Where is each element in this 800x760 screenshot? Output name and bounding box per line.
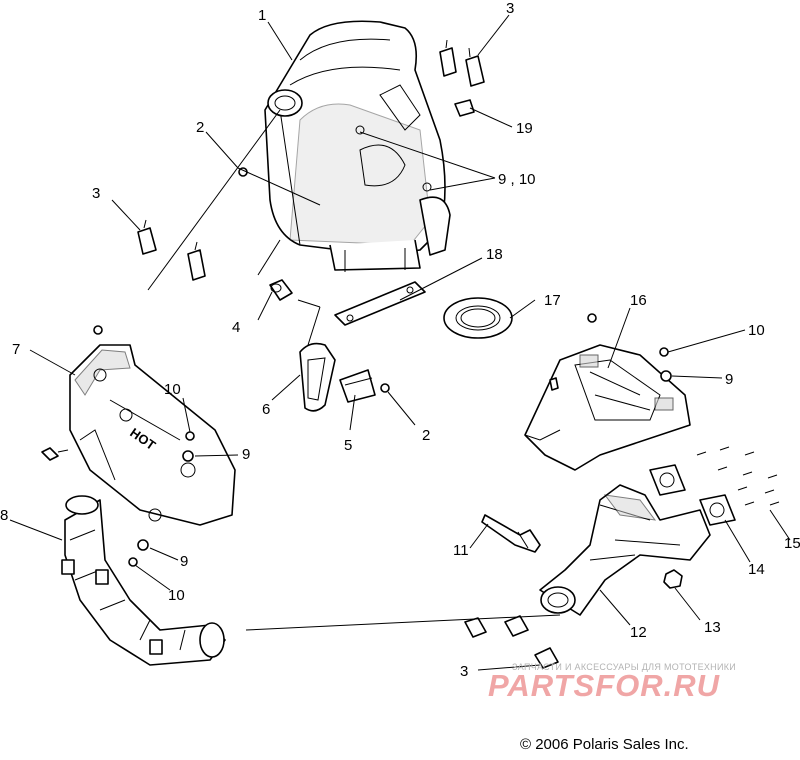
watermark-brand: PARTSFOR.RU <box>488 668 721 703</box>
callout-8: 8 <box>0 507 8 524</box>
callout-2-top: 2 <box>196 119 204 136</box>
right-hardware[interactable] <box>549 313 672 391</box>
copyright-notice: © 2006 Polaris Sales Inc. <box>520 736 689 753</box>
part-3-springs-bottom[interactable] <box>464 615 559 669</box>
callout-4: 4 <box>232 319 240 336</box>
callout-3-left: 3 <box>92 185 100 202</box>
part-4-grommet[interactable] <box>269 279 293 301</box>
callout-17: 17 <box>544 292 561 309</box>
callout-9-left: 9 <box>242 446 250 463</box>
left-hardware[interactable] <box>41 325 195 567</box>
callout-labels: 1 3 2 19 9 , 10 3 18 17 4 16 10 7 9 10 6… <box>0 0 800 680</box>
callout-15: 15 <box>784 535 800 552</box>
callout-10-right: 10 <box>748 322 765 339</box>
callout-3-top: 3 <box>506 0 514 17</box>
part-11-oxygen-sensor[interactable] <box>481 514 541 553</box>
callout-6: 6 <box>262 401 270 418</box>
callout-12: 12 <box>630 624 647 641</box>
part-17-gasket[interactable] <box>443 297 513 339</box>
callout-10-left: 10 <box>164 381 181 398</box>
callout-11: 11 <box>453 542 469 559</box>
part-3-springs-top[interactable] <box>439 39 485 87</box>
part-14-gaskets[interactable] <box>649 464 736 526</box>
callout-9-10: 9 , 10 <box>498 171 536 188</box>
part-8-exhaust-pipe[interactable] <box>61 495 226 666</box>
part-18-mounting-plate[interactable] <box>334 281 426 326</box>
part-1-muffler[interactable] <box>264 20 451 272</box>
callout-9-right: 9 <box>725 371 733 388</box>
part-2-nut[interactable] <box>380 383 390 393</box>
part-6-bracket[interactable] <box>299 342 336 412</box>
part-19-clip[interactable] <box>454 99 475 117</box>
leader-lines <box>9 14 791 671</box>
part-5-strap[interactable] <box>339 369 376 403</box>
callout-9-bottom: 9 <box>180 553 188 570</box>
callout-10-bottom: 10 <box>168 587 185 604</box>
part-13-nut[interactable] <box>663 569 683 589</box>
part-7-heat-shield[interactable]: HOT <box>69 344 236 526</box>
callout-1: 1 <box>258 7 266 24</box>
callout-14: 14 <box>748 561 765 578</box>
callout-18: 18 <box>486 246 503 263</box>
part-16-heat-shield[interactable] <box>524 344 691 471</box>
part-15-studs[interactable] <box>696 446 780 506</box>
part-3-springs-left[interactable] <box>137 219 206 281</box>
callout-7: 7 <box>12 341 20 358</box>
callout-16: 16 <box>630 292 647 309</box>
callout-5: 5 <box>344 437 352 454</box>
part-12-exhaust-manifold[interactable] <box>539 484 711 616</box>
callout-2: 2 <box>422 427 430 444</box>
callout-13: 13 <box>704 619 721 636</box>
callout-19: 19 <box>516 120 533 137</box>
watermark-tagline: ЗАПЧАСТИ И АКСЕССУАРЫ ДЛЯ МОТОТЕХНИКИ <box>512 662 737 672</box>
callout-3-bottom: 3 <box>460 663 468 680</box>
